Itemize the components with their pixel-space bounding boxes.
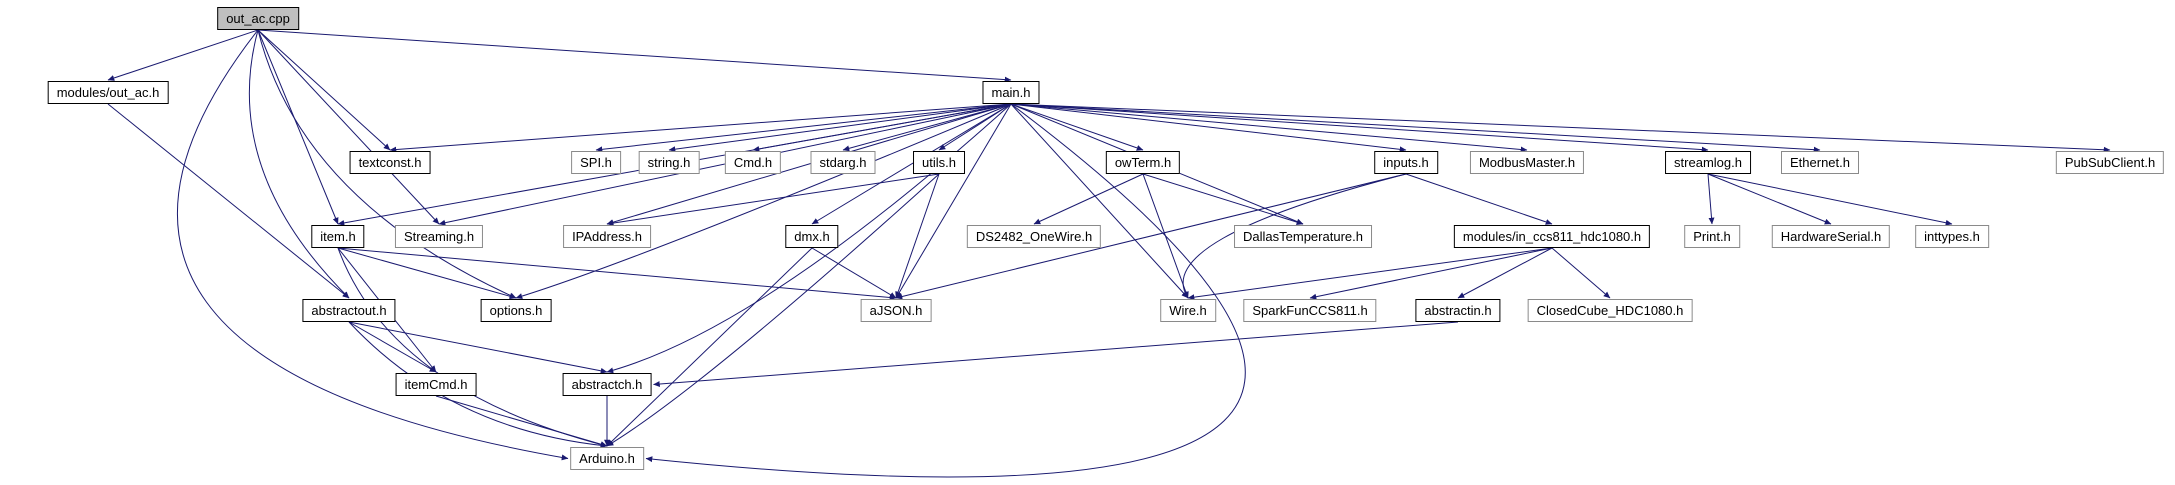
node-ajson_h[interactable]: aJSON.h bbox=[860, 299, 932, 322]
node-wire_h[interactable]: Wire.h bbox=[1160, 299, 1216, 322]
node-main_h[interactable]: main.h bbox=[982, 81, 1040, 104]
node-streamlog_h[interactable]: streamlog.h bbox=[1665, 151, 1751, 174]
edge-streamlog_h-to-hardwareserial_h bbox=[1707, 173, 1832, 225]
node-abstractch_h[interactable]: abstractch.h bbox=[562, 373, 652, 396]
edge-out_ac_cpp-to-modules_out_ac_h bbox=[107, 29, 259, 81]
edge-utils_h-to-ipaddress_h bbox=[606, 173, 940, 227]
node-itemcmd_h[interactable]: itemCmd.h bbox=[395, 373, 477, 396]
node-out_ac_cpp[interactable]: out_ac.cpp bbox=[217, 7, 299, 30]
edge-owterm_h-to-ds2482_onewire_h bbox=[1033, 173, 1144, 225]
node-modbusmaster_h[interactable]: ModbusMaster.h bbox=[1469, 151, 1585, 174]
node-string_h[interactable]: string.h bbox=[638, 151, 700, 174]
edge-item_h-to-options_h bbox=[337, 247, 517, 300]
edge-main_h-to-spi_h bbox=[595, 103, 1012, 153]
node-ethernet_h[interactable]: Ethernet.h bbox=[1781, 151, 1859, 174]
edge-in_ccs811_h-to-sparkfunccs811_h bbox=[1309, 247, 1553, 300]
node-pubsubclient_h[interactable]: PubSubClient.h bbox=[2055, 151, 2165, 174]
edge-dmx_h-to-arduino_h bbox=[606, 247, 813, 447]
edge-owterm_h-to-dallastemp_h bbox=[1142, 173, 1304, 225]
edge-main_h-to-string_h bbox=[668, 103, 1012, 153]
edge-main_h-to-modbusmaster_h bbox=[1010, 103, 1528, 153]
node-abstractin_h[interactable]: abstractin.h bbox=[1415, 299, 1501, 322]
edge-out_ac_cpp-to-main_h bbox=[257, 29, 1012, 83]
edge-main_h-to-stdarg_h bbox=[842, 103, 1012, 152]
edge-abstractin_h-to-abstractch_h bbox=[653, 321, 1459, 387]
edge-utils_h-to-ajson_h bbox=[895, 173, 940, 299]
edge-in_ccs811_h-to-abstractin_h bbox=[1457, 247, 1553, 299]
node-abstractout_h[interactable]: abstractout.h bbox=[302, 299, 396, 322]
edge-utils_h-to-arduino_h bbox=[606, 173, 940, 447]
node-dmx_h[interactable]: dmx.h bbox=[785, 225, 839, 248]
node-spi_h[interactable]: SPI.h bbox=[571, 151, 621, 174]
edge-modules_out_ac_h-to-abstractout_h bbox=[107, 103, 350, 299]
node-utils_h[interactable]: utils.h bbox=[913, 151, 965, 174]
edge-inputs_h-to-ajson_h bbox=[895, 173, 1407, 300]
edge-main_h-to-owterm_h bbox=[1010, 103, 1144, 151]
edge-main_h-to-wire_h bbox=[1010, 103, 1189, 299]
edge-dmx_h-to-ajson_h bbox=[811, 247, 897, 299]
edge-in_ccs811_h-to-closedcube_h bbox=[1551, 247, 1611, 299]
edge-item_h-to-arduino_h bbox=[337, 247, 608, 448]
node-owterm_h[interactable]: owTerm.h bbox=[1105, 151, 1181, 174]
edge-abstractout_h-to-arduino_h bbox=[348, 321, 608, 449]
edge-in_ccs811_h-to-wire_h bbox=[1187, 247, 1553, 301]
edge-out_ac_cpp-to-item_h bbox=[257, 29, 339, 225]
edge-main_h-to-ethernet_h bbox=[1010, 103, 1821, 153]
edge-out_ac_cpp-to-abstractout_h bbox=[248, 29, 350, 299]
edge-abstractout_h-to-itemcmd_h bbox=[348, 321, 437, 373]
edge-abstractout_h-to-abstractch_h bbox=[348, 321, 608, 374]
node-dallastemp_h[interactable]: DallasTemperature.h bbox=[1234, 225, 1372, 248]
edge-item_h-to-ajson_h bbox=[337, 247, 897, 301]
node-item_h[interactable]: item.h bbox=[311, 225, 365, 248]
edge-main_h-to-inputs_h bbox=[1010, 103, 1407, 153]
edge-main_h-to-pubsubclient_h bbox=[1010, 103, 2111, 153]
node-print_h[interactable]: Print.h bbox=[1684, 225, 1740, 248]
edge-main_h-to-dmx_h bbox=[811, 103, 1012, 225]
edge-itemcmd_h-to-arduino_h bbox=[435, 395, 608, 448]
node-streaming_h[interactable]: Streaming.h bbox=[394, 225, 484, 248]
edge-out_ac_cpp-to-textconst_h bbox=[257, 29, 391, 151]
edge-main_h-to-options_h bbox=[515, 103, 1012, 299]
edge-out_ac_cpp-to-arduino_h bbox=[176, 29, 569, 461]
node-options_h[interactable]: options.h bbox=[480, 299, 552, 322]
edge-main_h-to-ipaddress_h bbox=[606, 103, 1012, 226]
edge-inputs_h-to-in_ccs811_h bbox=[1405, 173, 1553, 225]
node-inputs_h[interactable]: inputs.h bbox=[1374, 151, 1438, 174]
edge-inputs_h-to-wire_h bbox=[1182, 173, 1407, 299]
edge-owterm_h-to-wire_h bbox=[1142, 173, 1189, 299]
node-arduino_h[interactable]: Arduino.h bbox=[570, 447, 644, 470]
edge-main_h-to-ajson_h bbox=[895, 103, 1012, 299]
node-inttypes_h[interactable]: inttypes.h bbox=[1915, 225, 1989, 248]
edge-out_ac_cpp-to-streaming_h bbox=[257, 29, 440, 225]
node-cmd_h[interactable]: Cmd.h bbox=[724, 151, 782, 174]
node-ipaddress_h[interactable]: IPAddress.h bbox=[563, 225, 651, 248]
edge-main_h-to-arduino_h bbox=[645, 103, 1246, 478]
node-in_ccs811_h[interactable]: modules/in_ccs811_hdc1080.h bbox=[1453, 225, 1651, 248]
node-modules_out_ac_h[interactable]: modules/out_ac.h bbox=[47, 81, 169, 104]
node-stdarg_h[interactable]: stdarg.h bbox=[810, 151, 876, 174]
edge-streamlog_h-to-print_h bbox=[1707, 173, 1715, 225]
edge-main_h-to-textconst_h bbox=[389, 103, 1012, 153]
edge-out_ac_cpp-to-options_h bbox=[257, 29, 517, 299]
node-ds2482_onewire_h[interactable]: DS2482_OneWire.h bbox=[966, 225, 1102, 248]
node-textconst_h[interactable]: textconst.h bbox=[349, 151, 431, 174]
node-sparkfunccs811_h[interactable]: SparkFunCCS811.h bbox=[1243, 299, 1377, 322]
edge-streamlog_h-to-inttypes_h bbox=[1707, 173, 1953, 226]
edge-main_h-to-streamlog_h bbox=[1010, 103, 1709, 153]
node-closedcube_h[interactable]: ClosedCube_HDC1080.h bbox=[1527, 299, 1693, 322]
node-hardwareserial_h[interactable]: HardwareSerial.h bbox=[1771, 225, 1891, 248]
